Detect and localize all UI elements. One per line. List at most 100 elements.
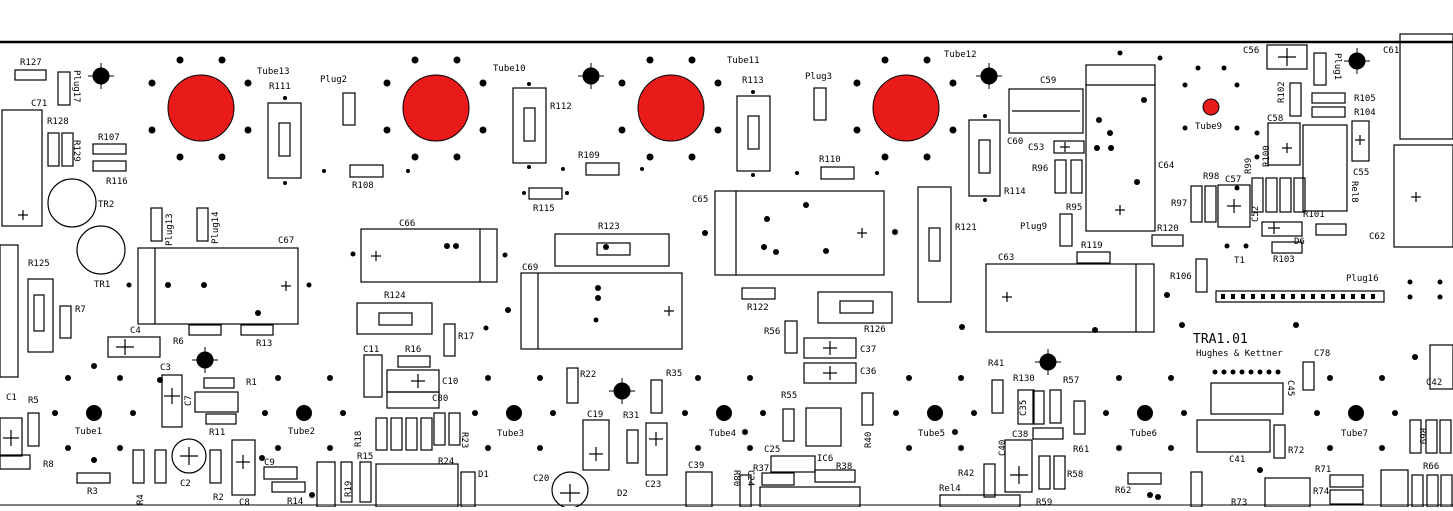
label-r99: R99 <box>1244 158 1254 174</box>
label-r66: R66 <box>1423 462 1439 472</box>
label-r124: R124 <box>384 291 406 301</box>
label-c66: C66 <box>399 219 415 229</box>
label-r2: R2 <box>213 493 224 503</box>
tube-socket-tube12 <box>853 56 957 161</box>
plug16-pins <box>1221 294 1375 299</box>
label-r23: R23 <box>459 432 469 448</box>
board-maker: Hughes & Kettner <box>1196 349 1283 359</box>
label-r80: R80 <box>731 470 741 486</box>
label-c24: C24 <box>745 470 755 486</box>
label-r109: R109 <box>578 151 600 161</box>
label-r114: R114 <box>1004 187 1026 197</box>
polarity-marks <box>3 48 1421 502</box>
label-r108: R108 <box>352 181 374 191</box>
label-r71: R71 <box>1315 465 1331 475</box>
label-r102: R102 <box>1277 81 1287 103</box>
label-r57: R57 <box>1063 376 1079 386</box>
label-c41: C41 <box>1229 455 1245 465</box>
label-c36: C36 <box>860 367 876 377</box>
label-c61: C61 <box>1383 46 1399 56</box>
label-c19: C19 <box>587 410 603 420</box>
board-title: TRA1.01 <box>1193 332 1248 347</box>
tube-socket-tube13 <box>148 56 252 161</box>
label-c59: C59 <box>1040 76 1056 86</box>
label-r72: R72 <box>1288 446 1304 456</box>
label-r97: R97 <box>1171 199 1187 209</box>
label-c2: C2 <box>180 479 191 489</box>
label-r17: R17 <box>458 332 474 342</box>
label-c60: C60 <box>1007 137 1023 147</box>
label-r37: R37 <box>753 464 769 474</box>
label-c23: C23 <box>645 480 661 490</box>
label-c63: C63 <box>998 253 1014 263</box>
label-c11: C11 <box>363 345 379 355</box>
label-r31: R31 <box>623 411 639 421</box>
label-tube7: Tube7 <box>1341 429 1368 439</box>
component-outlines <box>0 33 1453 509</box>
label-plug14: Plug14 <box>211 211 221 244</box>
label-r14: R14 <box>287 497 303 507</box>
label-c80: C80 <box>432 394 448 404</box>
label-tube13: Tube13 <box>257 67 290 77</box>
label-c38: C38 <box>1012 430 1028 440</box>
label-r113: R113 <box>742 76 764 86</box>
tube-socket-tube10 <box>383 56 487 161</box>
label-r13: R13 <box>256 339 272 349</box>
label-r7: R7 <box>75 305 86 315</box>
label-tube1: Tube1 <box>75 427 102 437</box>
label-c7: C7 <box>184 395 194 406</box>
label-r11: R11 <box>209 428 225 438</box>
label-plug16: Plug16 <box>1346 274 1379 284</box>
solder-pads <box>126 50 1443 500</box>
label-r73: R73 <box>1231 498 1247 507</box>
label-r130: R130 <box>1013 374 1035 384</box>
label-c39: C39 <box>688 461 704 471</box>
label-d2: D2 <box>617 489 628 499</box>
label-r61: R61 <box>1073 445 1089 455</box>
label-c67: C67 <box>278 236 294 246</box>
label-plug13: Plug13 <box>165 213 175 246</box>
label-r38: R38 <box>836 462 852 472</box>
label-r59: R59 <box>1036 498 1052 507</box>
label-r19: R19 <box>344 481 354 497</box>
label-c45: C45 <box>1285 380 1295 396</box>
mounting-holes <box>88 48 1370 404</box>
label-c8: C8 <box>239 498 250 507</box>
label-r105: R105 <box>1354 94 1376 104</box>
label-r126: R126 <box>864 325 886 335</box>
label-r18: R18 <box>354 431 364 447</box>
label-c58: C58 <box>1267 114 1283 124</box>
label-tube12: Tube12 <box>944 50 977 60</box>
label-r58: R58 <box>1067 470 1083 480</box>
label-tr1: TR1 <box>94 280 110 290</box>
label-tube9: Tube9 <box>1195 122 1222 132</box>
label-r123: R123 <box>598 222 620 232</box>
label-r6: R6 <box>173 337 184 347</box>
label-r15: R15 <box>357 452 373 462</box>
label-r41: R41 <box>988 359 1004 369</box>
label-tube3: Tube3 <box>497 429 524 439</box>
label-r4: R4 <box>136 494 146 505</box>
label-r69: R69 <box>1417 428 1427 444</box>
label-c42: C42 <box>1426 378 1442 388</box>
label-c65: C65 <box>692 195 708 205</box>
label-r96: R96 <box>1032 164 1048 174</box>
label-r24: R24 <box>438 457 454 467</box>
label-c57: C57 <box>1225 175 1241 185</box>
label-plug9: Plug9 <box>1020 222 1047 232</box>
label-r3: R3 <box>87 487 98 497</box>
label-c56: C56 <box>1243 46 1259 56</box>
label-r120: R120 <box>1157 224 1179 234</box>
label-r115: R115 <box>533 204 555 214</box>
component-labels: TRA1.01 Hughes & Kettner Tube13 Tube10 T… <box>6 46 1442 508</box>
label-c10: C10 <box>442 377 458 387</box>
label-c35: C35 <box>1019 400 1029 416</box>
label-c1: C1 <box>6 393 17 403</box>
label-r1: R1 <box>246 378 257 388</box>
label-c52: C52 <box>1251 206 1261 222</box>
label-tube10: Tube10 <box>493 64 526 74</box>
label-c4: C4 <box>130 326 141 336</box>
label-d1: D1 <box>478 470 489 480</box>
label-r121: R121 <box>955 223 977 233</box>
